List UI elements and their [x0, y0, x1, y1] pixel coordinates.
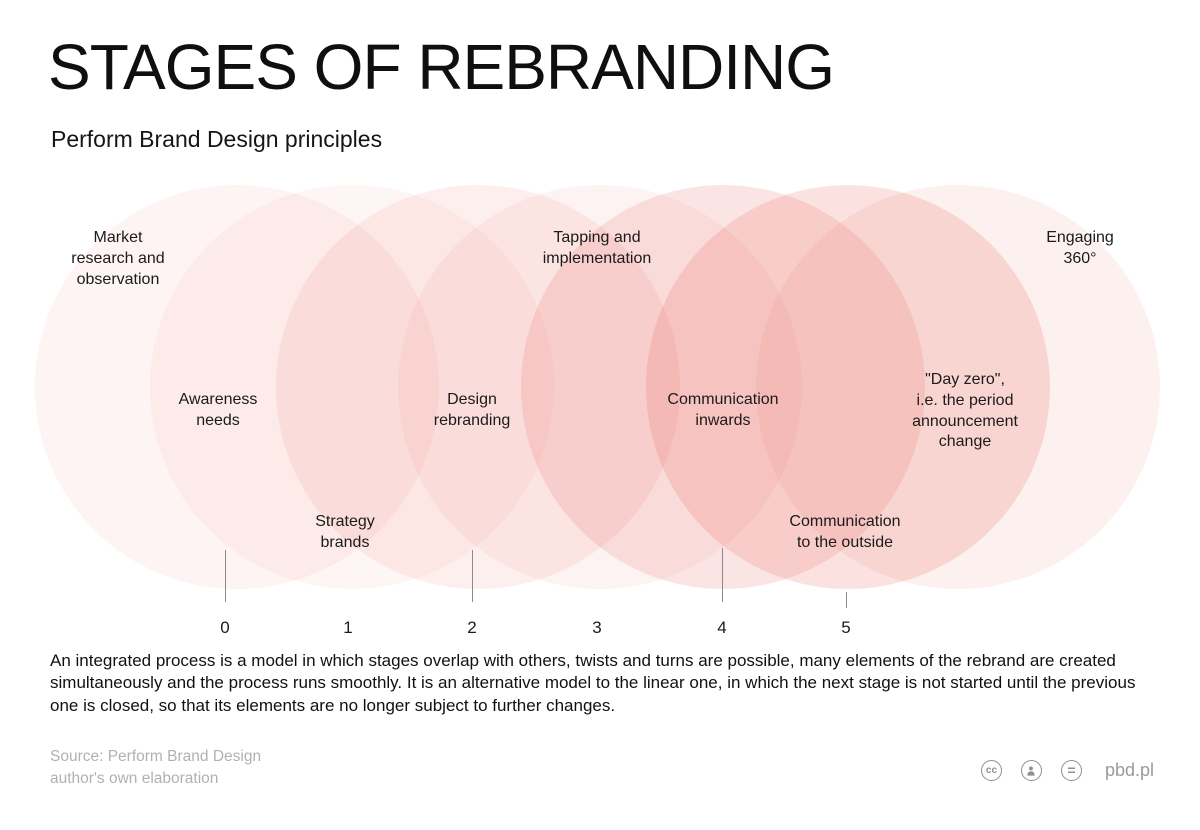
- axis-label-4: 4: [717, 618, 727, 637]
- no-derivatives-icon: =: [1060, 760, 1082, 781]
- tick-line-4: [722, 548, 723, 602]
- venn-circle-0: [35, 185, 439, 589]
- page-subtitle: Perform Brand Design principles: [51, 126, 383, 152]
- stage-label-awareness-needs: Awareness needs: [178, 391, 258, 429]
- source-line-1: Source: Perform Brand Design: [50, 748, 262, 765]
- person-glyph: [1027, 765, 1035, 776]
- axis-label-2: 2: [467, 618, 477, 637]
- source-line-2: author's own elaboration: [50, 770, 219, 788]
- attribution-person-icon: [1020, 760, 1042, 781]
- axis-label-1: 1: [343, 618, 353, 637]
- axis-label-0: 0: [220, 618, 230, 637]
- description-text: An integrated process is a model in whic…: [50, 651, 1136, 715]
- venn-circle-6: [756, 185, 1160, 589]
- page-title: STAGES OF REBRANDING: [48, 31, 835, 103]
- creative-commons-icon: cc: [980, 760, 1002, 781]
- tick-line-2: [472, 550, 473, 602]
- source-note: Source: Perform Brand Design author's ow…: [50, 746, 261, 791]
- venn-circle-2: [276, 185, 680, 589]
- license-bar: cc = pbd.pl: [980, 760, 1154, 781]
- tick-line-0: [225, 550, 226, 602]
- axis-label-3: 3: [592, 618, 602, 637]
- venn-circle-4: [521, 185, 925, 589]
- tick-line-5: [846, 592, 847, 608]
- stage-label-design-rebranding: Design rebranding: [433, 391, 511, 429]
- venn-circle-1: [150, 185, 554, 589]
- stage-label-day-zero: "Day zero", i.e. the period announcement…: [912, 371, 1018, 451]
- stage-label-tapping: Tapping and implementation: [542, 229, 652, 267]
- venn-circle-5: [646, 185, 1050, 589]
- axis-label-5: 5: [841, 618, 851, 637]
- stage-label-market-research: Market research and observation: [71, 229, 165, 288]
- stage-label-comm-inwards: Communication inwards: [667, 391, 779, 429]
- stage-label-strategy-brands: Strategy brands: [315, 513, 375, 551]
- website-text: pbd.pl: [1104, 760, 1154, 780]
- stage-label-engaging-360: Engaging 360°: [1046, 229, 1114, 267]
- stage-label-comm-outside: Communication to the outside: [789, 513, 901, 551]
- venn-circle-3: [398, 185, 802, 589]
